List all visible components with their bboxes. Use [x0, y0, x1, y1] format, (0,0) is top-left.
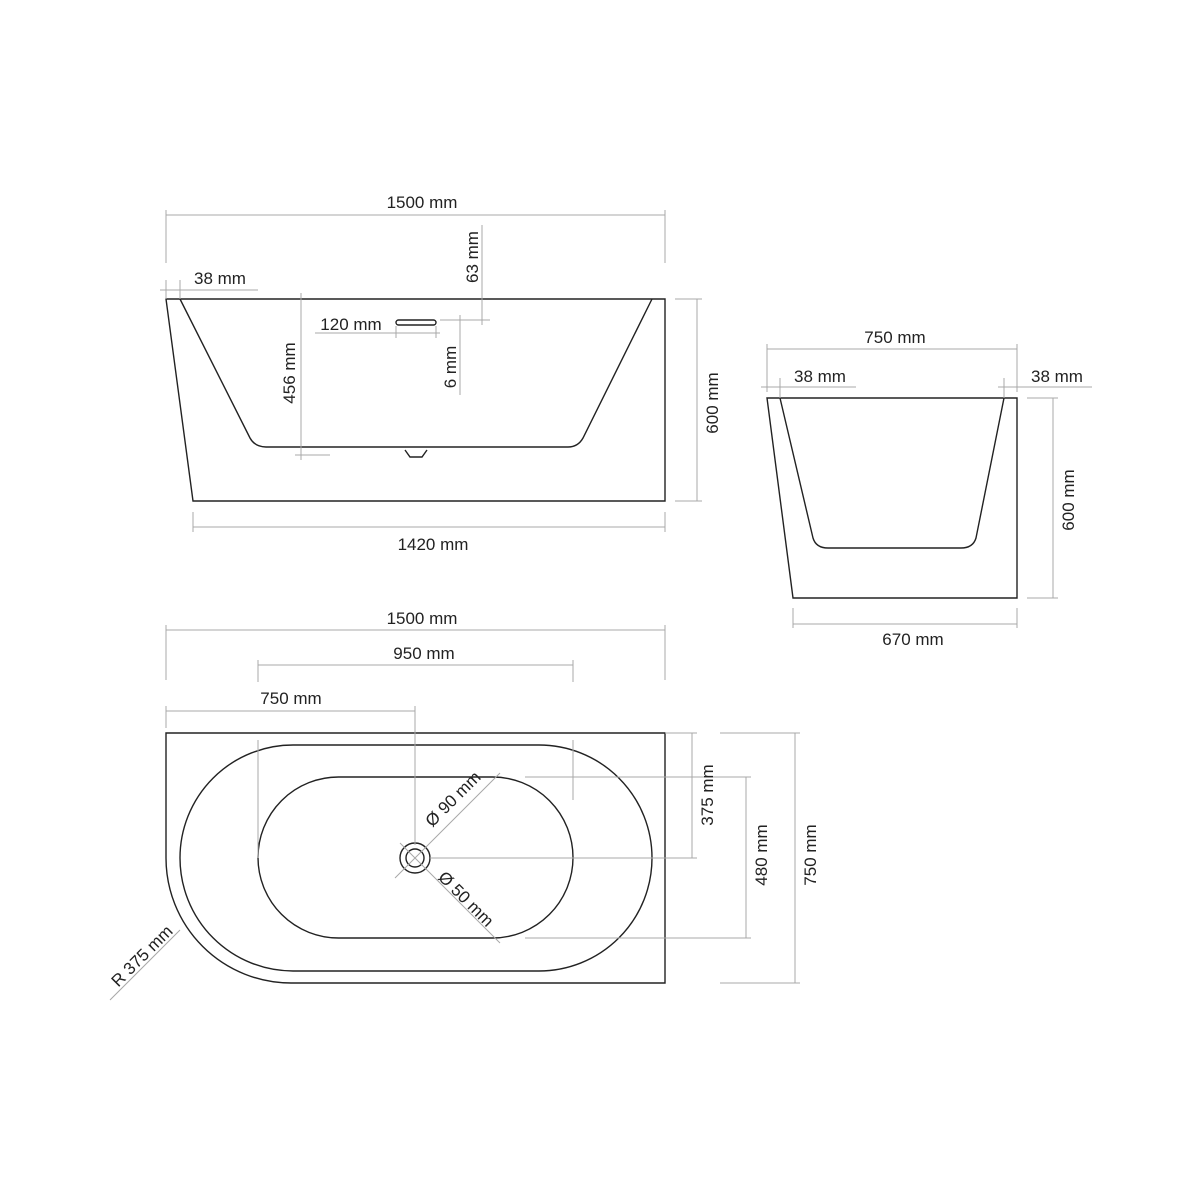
plan-outline	[165, 732, 666, 984]
overflow-width-label: 120 mm	[320, 315, 381, 334]
overflow-height-label: 6 mm	[441, 346, 460, 389]
drain-offset-label: 750 mm	[260, 689, 321, 708]
basin-length-label: 950 mm	[393, 644, 454, 663]
drain-from-wall-label: 375 mm	[698, 764, 717, 825]
drain-inner-diameter-label: Ø 50 mm	[434, 868, 497, 931]
basin-width-label: 480 mm	[752, 824, 771, 885]
corner-radius-label: R 375 mm	[108, 922, 177, 991]
plan-length-label: 1500 mm	[387, 609, 458, 628]
inner-depth-label: 456 mm	[280, 342, 299, 403]
side-height-label: 600 mm	[1059, 469, 1078, 530]
front-length-label: 1500 mm	[387, 193, 458, 212]
front-drain	[404, 449, 428, 458]
front-rim-label: 38 mm	[194, 269, 246, 288]
plan-view: 1500 mm 950 mm 750 mm 375 mm 480 mm 750 …	[108, 609, 820, 1001]
side-dimension-lines	[761, 344, 1092, 628]
plan-dimension-lines	[109, 625, 800, 1001]
side-width-label: 750 mm	[864, 328, 925, 347]
drain-inner	[405, 848, 425, 868]
base-length-label: 1420 mm	[398, 535, 469, 554]
plan-width-label: 750 mm	[801, 824, 820, 885]
side-view: 750 mm 38 mm 38 mm 600 mm 670 mm	[761, 328, 1092, 649]
overflow-slot	[395, 319, 437, 326]
side-inner-basin	[779, 397, 1005, 549]
front-height-label: 600 mm	[703, 372, 722, 433]
side-rim-right-label: 38 mm	[1031, 367, 1083, 386]
front-view: 1500 mm 38 mm 63 mm 120 mm 6 mm 456 mm 6…	[160, 193, 722, 554]
front-dimension-lines	[160, 210, 702, 532]
front-outline	[165, 298, 666, 502]
front-inner-basin	[179, 298, 653, 448]
side-outline	[766, 397, 1018, 599]
overflow-offset-label: 63 mm	[463, 231, 482, 283]
side-rim-left-label: 38 mm	[794, 367, 846, 386]
side-base-label: 670 mm	[882, 630, 943, 649]
